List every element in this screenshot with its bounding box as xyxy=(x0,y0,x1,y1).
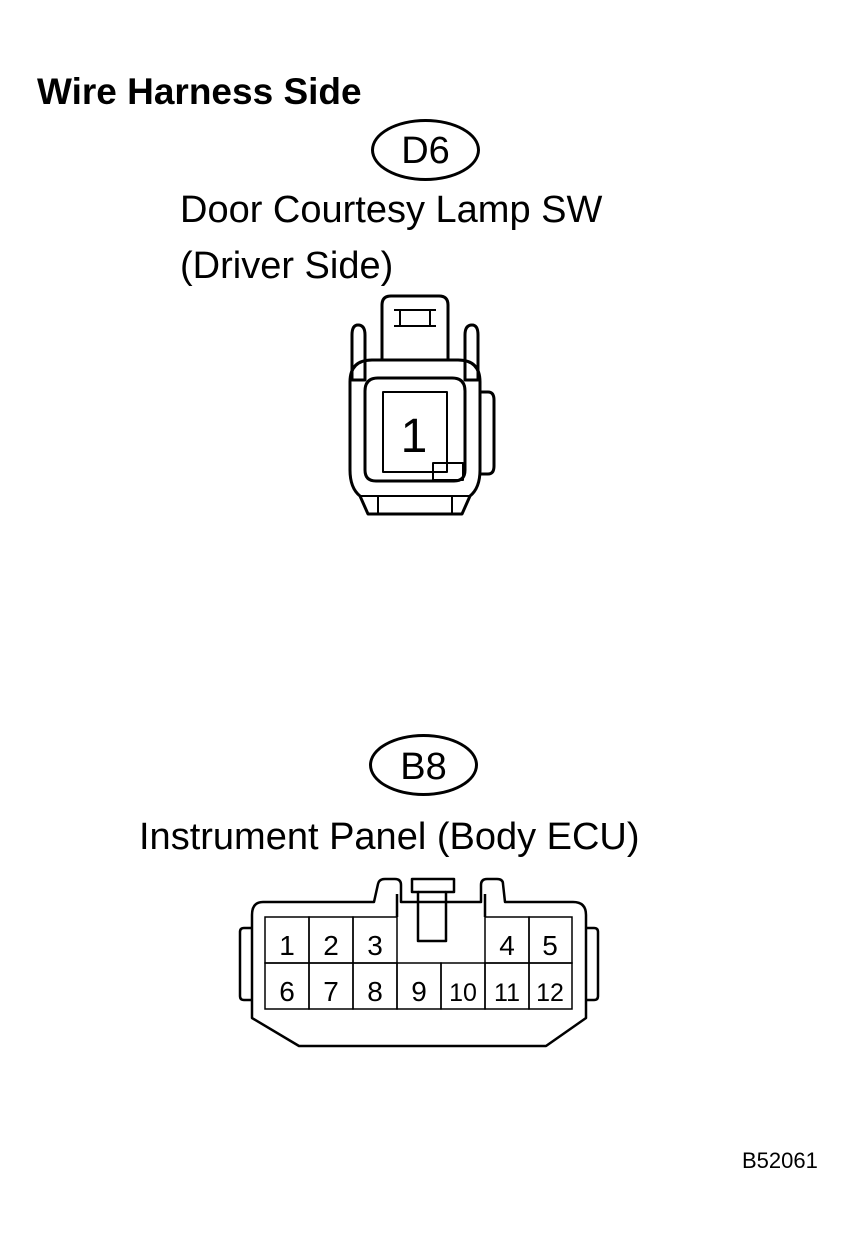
pin-label: 2 xyxy=(323,930,339,961)
pin-label: 3 xyxy=(367,930,383,961)
connector-side-d6: (Driver Side) xyxy=(180,245,394,287)
connector-d6-housing xyxy=(348,294,496,516)
connector-code-badge-b8: B8 xyxy=(369,734,478,796)
pin-label: 1 xyxy=(401,410,428,463)
pin-label: 9 xyxy=(411,976,427,1007)
pin-label: 8 xyxy=(367,976,383,1007)
pin-label: 5 xyxy=(542,930,558,961)
pin-label: 12 xyxy=(536,979,564,1007)
pin-label: 6 xyxy=(279,976,295,1007)
pin-label: 11 xyxy=(494,979,520,1007)
pin-label: 10 xyxy=(449,979,477,1007)
connector-name-b8: Instrument Panel (Body ECU) xyxy=(139,816,640,858)
pin-label: 1 xyxy=(279,930,295,961)
connector-name-d6: Door Courtesy Lamp SW xyxy=(180,189,603,231)
connector-b8-housing xyxy=(238,877,600,1048)
pin-label: 7 xyxy=(323,976,339,1007)
connector-code-badge-d6: D6 xyxy=(371,119,480,181)
pin-label: 4 xyxy=(499,930,515,961)
page-title: Wire Harness Side xyxy=(37,71,362,112)
connector-b8-pin-grid xyxy=(264,916,573,1010)
figure-code: B52061 xyxy=(742,1148,818,1173)
